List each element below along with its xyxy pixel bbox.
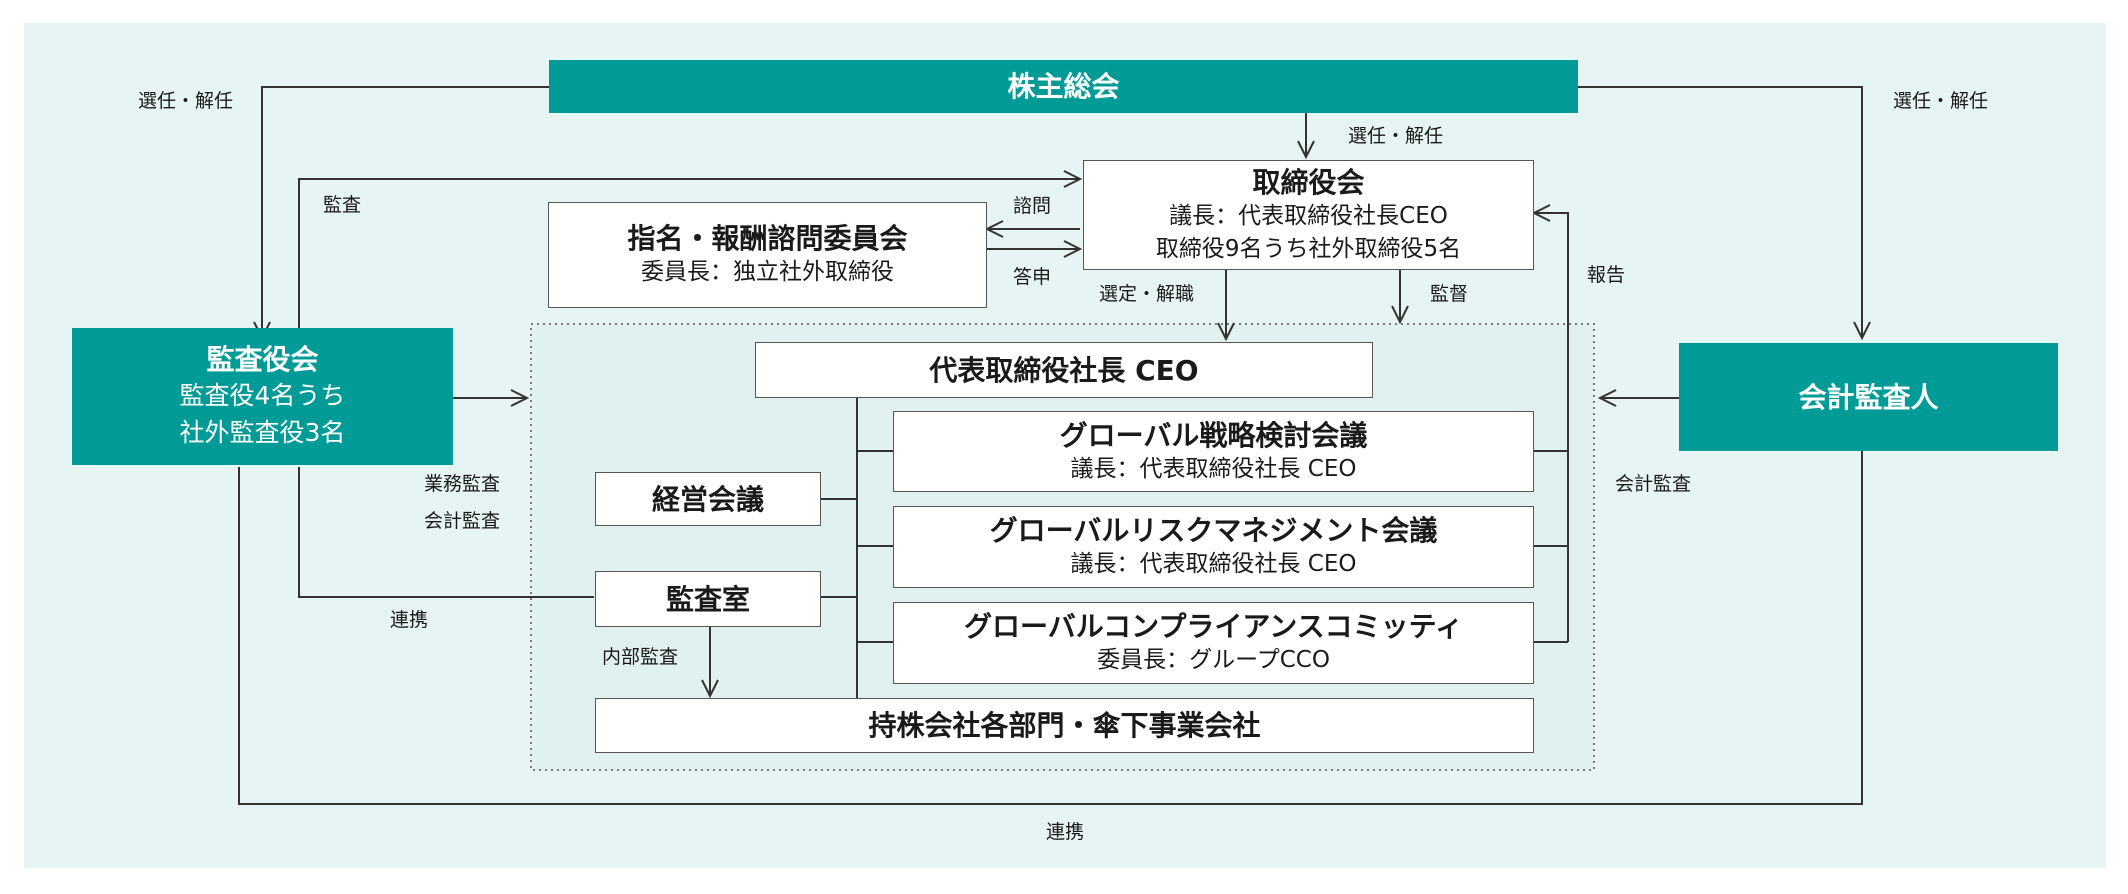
audit-board-title: 監査役会 <box>206 342 319 376</box>
subsidiaries-title: 持株会社各部門・傘下事業会社 <box>868 709 1261 742</box>
strategy-title: グローバル戦略検討会議 <box>1059 418 1368 452</box>
ceo-title: 代表取締役社長 CEO <box>929 353 1199 387</box>
compliance-chair: 委員長：グループCCO <box>1097 647 1330 674</box>
label-operations-audit: 業務監査 <box>424 473 501 495</box>
label-report-back: 答申 <box>1013 266 1052 288</box>
shareholders-meeting-box: 株主総会 <box>549 60 1578 113</box>
label-elect-right: 選任・解任 <box>1893 90 1989 112</box>
label-cooperation-mid: 連携 <box>390 609 429 631</box>
board-chair: 議長：代表取締役社長CEO <box>1169 203 1448 230</box>
label-elect-board: 選任・解任 <box>1348 125 1444 147</box>
arrow-elect-accounting-auditor <box>1578 86 1862 338</box>
label-appoint: 選定・解職 <box>1099 283 1195 305</box>
management-council-box: 経営会議 <box>595 472 821 526</box>
label-report: 報告 <box>1587 264 1626 286</box>
label-supervise: 監督 <box>1430 283 1469 305</box>
compliance-committee-box: グローバルコンプライアンスコミッティ 委員長：グループCCO <box>893 602 1534 684</box>
board-title: 取締役会 <box>1252 166 1365 200</box>
subsidiaries-box: 持株会社各部門・傘下事業会社 <box>595 698 1534 753</box>
nomination-chair: 委員長：独立社外取締役 <box>641 259 894 286</box>
shareholders-meeting-title: 株主総会 <box>1007 70 1120 103</box>
audit-office-box: 監査室 <box>595 571 821 627</box>
arrow-report <box>1534 213 1569 642</box>
arrow-elect-audit-board <box>262 86 549 338</box>
line-cooperation-accounting <box>238 451 1863 805</box>
accounting-auditor-box: 会計監査人 <box>1679 343 2058 451</box>
nomination-committee-box: 指名・報酬諮問委員会 委員長：独立社外取締役 <box>548 202 987 308</box>
label-audit: 監査 <box>323 194 362 216</box>
strategy-chair: 議長：代表取締役社長 CEO <box>1070 455 1357 482</box>
label-internal-audit: 内部監査 <box>602 646 679 668</box>
board-of-directors-box: 取締役会 議長：代表取締役社長CEO 取締役9名うち社外取締役5名 <box>1083 160 1534 270</box>
audit-board-line2: 社外監査役3名 <box>179 418 346 447</box>
board-composition: 取締役9名うち社外取締役5名 <box>1155 235 1462 262</box>
accounting-auditor-title: 会計監査人 <box>1798 380 1939 414</box>
risk-chair: 議長：代表取締役社長 CEO <box>1070 551 1357 578</box>
label-cooperation-bottom: 連携 <box>1046 821 1085 843</box>
label-accounting-audit-left: 会計監査 <box>424 510 501 532</box>
risk-title: グローバルリスクマネジメント会議 <box>989 514 1438 548</box>
compliance-title: グローバルコンプライアンスコミッティ <box>964 610 1463 644</box>
label-consult: 諮問 <box>1013 195 1052 217</box>
ceo-box: 代表取締役社長 CEO <box>755 342 1373 398</box>
audit-office-title: 監査室 <box>665 582 750 616</box>
label-accounting-audit-right: 会計監査 <box>1615 473 1692 495</box>
arrow-audit-board <box>298 179 1080 328</box>
label-elect-left: 選任・解任 <box>138 90 234 112</box>
audit-board-line1: 監査役4名うち <box>179 380 346 410</box>
audit-board-box: 監査役会 監査役4名うち 社外監査役3名 <box>72 328 453 465</box>
nomination-title: 指名・報酬諮問委員会 <box>627 222 908 256</box>
line-cooperation-audit-office <box>298 467 594 598</box>
risk-council-box: グローバルリスクマネジメント会議 議長：代表取締役社長 CEO <box>893 506 1534 588</box>
management-title: 経営会議 <box>651 482 764 516</box>
strategy-council-box: グローバル戦略検討会議 議長：代表取締役社長 CEO <box>893 411 1534 492</box>
